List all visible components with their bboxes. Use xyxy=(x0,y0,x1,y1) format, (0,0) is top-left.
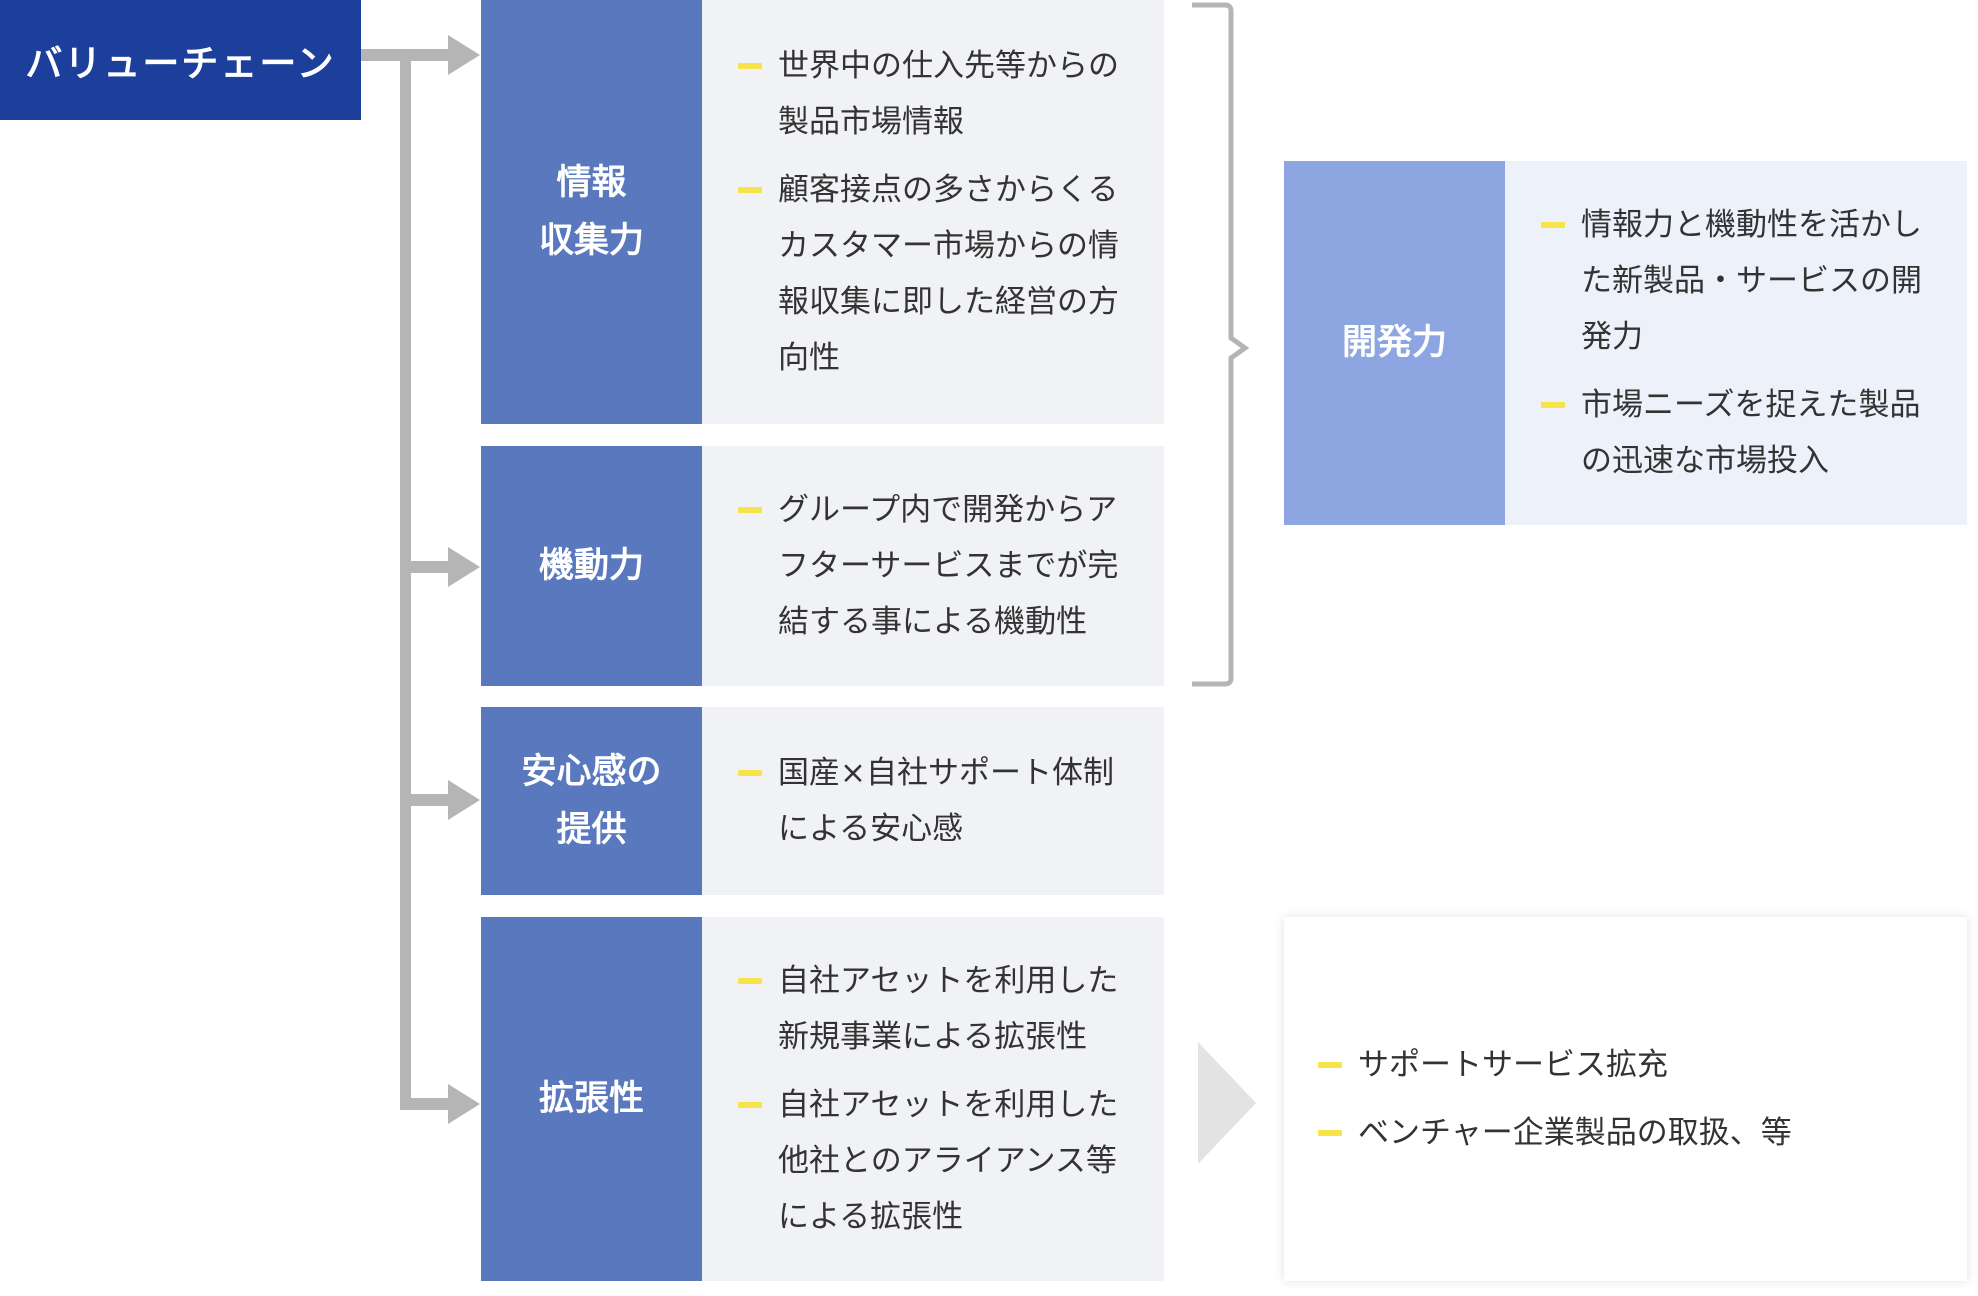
bullet-dash xyxy=(738,63,762,69)
bullet-item: 自社アセットを利用した他社とのアライアンス等による拡張性 xyxy=(738,1077,1134,1245)
bullet-text: 市場ニーズを捉えた製品の迅速な市場投入 xyxy=(1581,387,1921,479)
expansion-result-box: サポートサービス拡充 ベンチャー企業製品の取扱、等 xyxy=(1284,917,1967,1281)
bullet-item: 自社アセットを利用した新規事業による拡張性 xyxy=(738,953,1134,1065)
bullet-dash xyxy=(738,978,762,984)
bullet-item: ベンチャー企業製品の取扱、等 xyxy=(1318,1105,1937,1161)
bullet-text: 顧客接点の多さからくるカスタマー市場からの情報収集に即した経営の方向性 xyxy=(778,172,1119,376)
branch-line-3 xyxy=(400,794,450,806)
category-label: 情報 収集力 xyxy=(538,163,644,261)
bullet-text: 世界中の仕入先等からの製品市場情報 xyxy=(778,48,1119,140)
branch-line-1 xyxy=(400,49,450,61)
category-mobility: 機動力 xyxy=(481,446,702,686)
category-label: 拡張性 xyxy=(538,1079,644,1119)
branch-arrow-4 xyxy=(448,1084,480,1124)
bullet-dash xyxy=(1318,1062,1342,1068)
bullet-item: グループ内で開発からアフターサービスまでが完結する事による機動性 xyxy=(738,482,1134,650)
bullet-dash xyxy=(738,1102,762,1108)
branch-line-4 xyxy=(400,1098,450,1110)
bullet-text: 自社アセットを利用した新規事業による拡張性 xyxy=(778,963,1119,1055)
bullet-item: 世界中の仕入先等からの製品市場情報 xyxy=(738,38,1134,150)
bullet-text: グループ内で開発からアフターサービスまでが完結する事による機動性 xyxy=(778,492,1119,640)
bullet-text: サポートサービス拡充 xyxy=(1358,1047,1668,1083)
bullet-text: 情報力と機動性を活かした新製品・サービスの開発力 xyxy=(1581,207,1922,355)
grouping-bracket xyxy=(1192,2,1250,687)
bullet-text: ベンチャー企業製品の取扱、等 xyxy=(1358,1115,1792,1151)
bullet-dash xyxy=(1318,1130,1342,1136)
category-information-gathering: 情報 収集力 xyxy=(481,0,702,424)
value-chain-text: バリューチェーン xyxy=(25,42,336,85)
branch-line-2 xyxy=(400,561,450,573)
bullet-dash xyxy=(1541,402,1565,408)
value-chain-label: バリューチェーン xyxy=(0,0,361,120)
bullet-item: サポートサービス拡充 xyxy=(1318,1037,1937,1093)
result-arrow xyxy=(1198,1042,1256,1164)
description-mobility: グループ内で開発からアフターサービスまでが完結する事による機動性 xyxy=(702,446,1164,686)
category-scalability: 拡張性 xyxy=(481,917,702,1281)
bullet-item: 顧客接点の多さからくるカスタマー市場からの情報収集に即した経営の方向性 xyxy=(738,162,1134,386)
bullet-dash xyxy=(738,187,762,193)
bullet-item: 情報力と機動性を活かした新製品・サービスの開発力 xyxy=(1541,197,1937,365)
category-label: 機動力 xyxy=(538,546,644,586)
description-development: 情報力と機動性を活かした新製品・サービスの開発力 市場ニーズを捉えた製品の迅速な… xyxy=(1505,161,1967,525)
bullet-dash xyxy=(1541,222,1565,228)
development-capability: 開発力 xyxy=(1284,161,1505,525)
branch-arrow-3 xyxy=(448,780,480,820)
trunk-line xyxy=(400,49,411,1109)
bullet-dash xyxy=(738,770,762,776)
category-label: 安心感の 提供 xyxy=(521,752,662,850)
description-reassurance: 国産×自社サポート体制による安心感 xyxy=(702,707,1164,895)
development-label: 開発力 xyxy=(1341,323,1447,363)
bullet-text: 自社アセットを利用した他社とのアライアンス等による拡張性 xyxy=(778,1087,1119,1235)
branch-arrow-2 xyxy=(448,547,480,587)
bullet-item: 市場ニーズを捉えた製品の迅速な市場投入 xyxy=(1541,377,1937,489)
branch-arrow-1 xyxy=(448,35,480,75)
description-information-gathering: 世界中の仕入先等からの製品市場情報 顧客接点の多さからくるカスタマー市場からの情… xyxy=(702,0,1164,424)
bullet-item: 国産×自社サポート体制による安心感 xyxy=(738,745,1134,857)
description-scalability: 自社アセットを利用した新規事業による拡張性 自社アセットを利用した他社とのアライ… xyxy=(702,917,1164,1281)
category-reassurance: 安心感の 提供 xyxy=(481,707,702,895)
bullet-dash xyxy=(738,507,762,513)
bullet-text: 国産×自社サポート体制による安心感 xyxy=(778,755,1114,847)
